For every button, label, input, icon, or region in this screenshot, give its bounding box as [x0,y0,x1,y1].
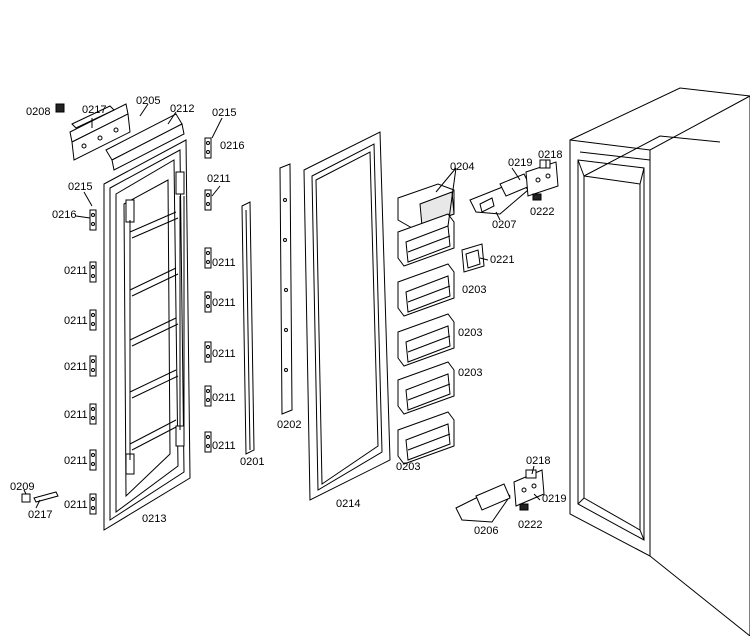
label-0216-left: 0216 [52,209,76,221]
strip-0201 [241,201,255,455]
label-0206: 0206 [474,525,498,537]
label-0211-l5: 0211 [64,455,88,467]
label-0203-3: 0203 [458,367,482,379]
label-0205: 0205 [136,95,160,107]
top-hinge-assembly [469,159,559,215]
part-number-labels: 0208 0217 0205 0212 0215 0216 0215 0216 … [10,95,566,537]
label-0217-top: 0217 [82,104,106,116]
door-0213 [103,139,191,531]
label-0211-l4: 0211 [64,409,88,421]
bottom-hinge-assembly [455,469,545,523]
hinge-brackets-right [204,137,212,453]
label-0211-r1: 0211 [212,257,236,269]
label-0218-bottom: 0218 [526,455,550,467]
label-0211-l6: 0211 [64,499,88,511]
label-0216-top: 0216 [220,140,244,152]
label-0208: 0208 [26,106,50,118]
label-0222-top: 0222 [530,206,554,218]
label-0214: 0214 [336,498,360,510]
door-gasket-0214 [303,131,391,501]
label-0219-bottom: 0219 [542,493,566,505]
label-0213: 0213 [142,513,166,525]
door-bins [397,183,455,465]
label-0207: 0207 [492,219,516,231]
label-0201: 0201 [240,456,264,468]
label-0203-1: 0203 [462,284,486,296]
hinge-brackets-left [89,209,97,515]
label-0211-l1: 0211 [64,265,88,277]
plate-0221 [461,243,485,273]
label-0204: 0204 [450,161,474,173]
label-0219-top: 0219 [508,157,532,169]
label-0212: 0212 [170,103,194,115]
label-0202: 0202 [277,419,301,431]
label-0211-l3: 0211 [64,361,88,373]
label-0211-r2: 0211 [212,297,236,309]
label-0211-r5: 0211 [212,440,236,452]
label-0203-2: 0203 [458,327,482,339]
cabinet-body [569,87,750,636]
label-0217-bottom: 0217 [28,509,52,521]
leader-lines [23,103,547,509]
label-0215-top: 0215 [212,107,236,119]
label-0203-4: 0203 [396,461,420,473]
label-0222-bottom: 0222 [518,519,542,531]
label-0221: 0221 [490,254,514,266]
label-0211-r4: 0211 [212,392,236,404]
strip-0202 [279,163,293,415]
label-0209: 0209 [10,481,34,493]
label-0218-top: 0218 [538,149,562,161]
label-0211-r3: 0211 [212,348,236,360]
top-trim-parts [55,103,185,171]
label-0211-top: 0211 [207,173,231,185]
label-0211-l2: 0211 [64,315,88,327]
label-0215-left: 0215 [68,181,92,193]
